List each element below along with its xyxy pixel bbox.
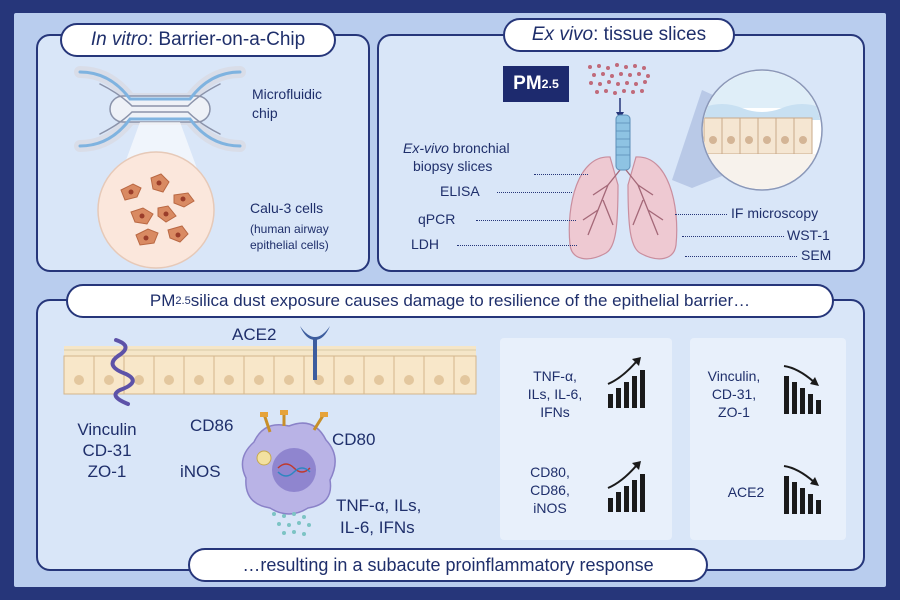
vinculin-strand-icon: [110, 338, 135, 406]
lungs-icon: [568, 114, 678, 260]
ace2-label: ACE2: [232, 325, 277, 344]
cyto-label-2: IL-6, IFNs: [340, 518, 415, 537]
slices-label-1: Ex-vivo bronchial: [403, 140, 510, 156]
chip-label-2: chip: [252, 105, 278, 121]
pm25-sub: 2.5: [541, 77, 559, 91]
assay-elisa: ELISA: [440, 183, 480, 199]
assay-if: IF microscopy: [731, 205, 819, 221]
assay-qpcr: qPCR: [418, 211, 456, 227]
inos-label: iNOS: [180, 462, 221, 481]
slices-italic: Ex-vivo: [403, 140, 449, 156]
down1-line3: ZO-1: [718, 404, 750, 420]
slices-label-2: biopsy slices: [413, 158, 493, 174]
down1-line1: Vinculin,: [707, 368, 761, 384]
banner-rest: silica dust exposure causes damage to re…: [190, 291, 751, 310]
trend-up-icon: [607, 461, 645, 512]
cells-sub-2: epithelial cells): [250, 238, 329, 252]
epithelium-layer-icon: [63, 346, 477, 395]
up1-line2: ILs, IL-6,: [527, 386, 583, 402]
down1-line2: CD-31,: [711, 386, 757, 402]
result-banner: …resulting in a subacute proinflammatory…: [188, 548, 708, 582]
assay-ldh: LDH: [411, 236, 440, 252]
pm25-main: PM: [513, 73, 542, 94]
junction-cd31: CD-31: [82, 441, 132, 460]
pm-particles-icon: [588, 63, 650, 119]
microfluidic-chip-icon: [74, 66, 246, 204]
in-vitro-title-italic: In vitro: [90, 29, 148, 50]
trend-down-icon: [783, 465, 821, 514]
up2-line2: CD86,: [530, 482, 570, 498]
assay-sem: SEM: [801, 247, 832, 263]
cytokine-dots-icon: [272, 512, 311, 536]
macrophage-icon: [241, 410, 336, 515]
banner-pm: PM: [149, 291, 176, 310]
ex-vivo-title: Ex vivo: tissue slices: [503, 18, 735, 52]
banner-sub: 2.5: [175, 295, 191, 307]
cd86-label: CD86: [190, 416, 234, 435]
cells-sub-1: (human airway: [250, 222, 329, 236]
trend-down-icon: [783, 365, 821, 414]
up1-line3: IFNs: [540, 404, 570, 420]
assay-wst1: WST-1: [787, 227, 830, 243]
cyto-label-1: TNF-α, ILs,: [336, 496, 422, 515]
ex-vivo-title-rest: : tissue slices: [593, 24, 707, 45]
cd80-label: CD80: [332, 430, 376, 449]
up1-line1: TNF-α,: [533, 368, 577, 384]
ace2-receptor-icon: [300, 326, 330, 380]
calu3-cells-icon: [97, 151, 215, 269]
chip-label-1: Microfluidic: [252, 86, 323, 102]
ex-vivo-title-italic: Ex vivo: [531, 24, 594, 45]
up2-line3: iNOS: [533, 500, 567, 516]
in-vitro-title: In vitro: Barrier-on-a-Chip: [60, 23, 336, 57]
down2-line1: ACE2: [727, 484, 765, 500]
junction-vinculin: Vinculin: [77, 420, 137, 439]
in-vitro-title-rest: : Barrier-on-a-Chip: [147, 29, 306, 50]
junction-zo1: ZO-1: [87, 462, 127, 481]
epithelium-zoom-icon: [672, 69, 823, 191]
slices-rest: bronchial: [448, 140, 510, 156]
trend-up-icon: [607, 357, 645, 408]
cells-label: Calu-3 cells: [250, 200, 324, 216]
up2-line1: CD80,: [530, 464, 570, 480]
